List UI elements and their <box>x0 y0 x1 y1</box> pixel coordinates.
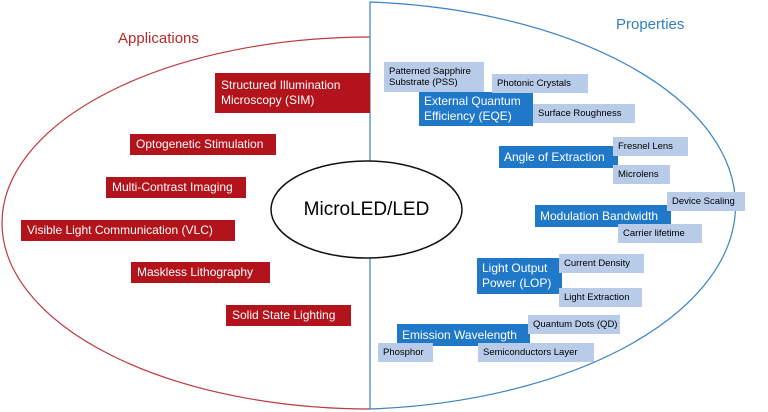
factor-photonic-crystals: Photonic Crystals <box>492 74 588 93</box>
properties-heading: Properties <box>616 16 685 33</box>
property-angle-of-extraction: Angle of Extraction <box>499 146 618 168</box>
factor-current-density: Current Density <box>559 254 644 273</box>
factor-semiconductors-layer: Semiconductors Layer <box>478 343 594 362</box>
application-vlc: Visible Light Communication (VLC) <box>21 220 235 241</box>
applications-half-ellipse <box>1 36 371 410</box>
factor-fresnel-lens: Fresnel Lens <box>613 137 688 156</box>
center-ellipse <box>270 160 463 259</box>
application-lithography: Maskless Lithography <box>131 262 270 283</box>
factor-microlens: Microlens <box>613 165 670 184</box>
factor-surface-roughness: Surface Roughness <box>533 104 635 123</box>
factor-pss: Patterned Sapphire Substrate (PSS) <box>384 62 484 92</box>
application-multi-contrast: Multi-Contrast Imaging <box>106 177 246 198</box>
factor-carrier-lifetime: Carrier lifetime <box>618 224 702 243</box>
application-sim: Structured Illumination Microscopy (SIM) <box>215 73 370 113</box>
factor-device-scaling: Device Scaling <box>667 192 745 211</box>
factor-light-extraction: Light Extraction <box>559 288 642 307</box>
application-optogenetic: Optogenetic Stimulation <box>130 134 276 155</box>
property-modulation-bandwidth: Modulation Bandwidth <box>535 205 671 227</box>
factor-quantum-dots: Quantum Dots (QD) <box>528 315 620 334</box>
property-emission-wavelength: Emission Wavelength <box>397 324 530 346</box>
property-lop: Light Output Power (LOP) <box>477 258 562 294</box>
application-solid-state: Solid State Lighting <box>226 305 351 326</box>
center-label: MicroLED/LED <box>303 198 430 220</box>
factor-phosphor: Phosphor <box>378 343 433 362</box>
property-eqe: External Quantum Efficiency (EQE) <box>419 92 533 126</box>
applications-heading: Applications <box>118 30 199 47</box>
